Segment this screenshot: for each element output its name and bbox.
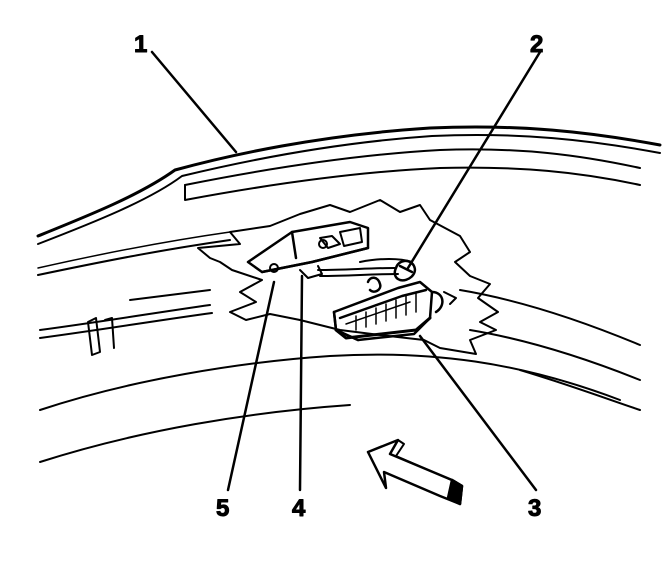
cutaway-outline <box>197 199 499 355</box>
lamp-bracket <box>246 220 370 279</box>
callout-2: 2 <box>530 31 543 58</box>
wiring-harness <box>317 258 413 277</box>
trunk-panel <box>39 289 641 463</box>
license-lamp-assembly <box>332 280 457 342</box>
lamp-socket <box>366 259 417 293</box>
callout-1: 1 <box>134 31 147 58</box>
callout-4: 4 <box>292 495 306 522</box>
leader-line-4 <box>298 274 304 492</box>
callout-5: 5 <box>216 495 229 522</box>
leader-lines <box>150 50 542 492</box>
leader-line-5 <box>226 280 276 492</box>
direction-arrow-icon <box>366 438 464 506</box>
leader-line-2 <box>406 50 542 270</box>
leader-line-1 <box>150 50 238 154</box>
leader-line-3 <box>418 334 538 492</box>
bumper-fascia <box>36 125 662 276</box>
callout-3: 3 <box>528 495 541 522</box>
